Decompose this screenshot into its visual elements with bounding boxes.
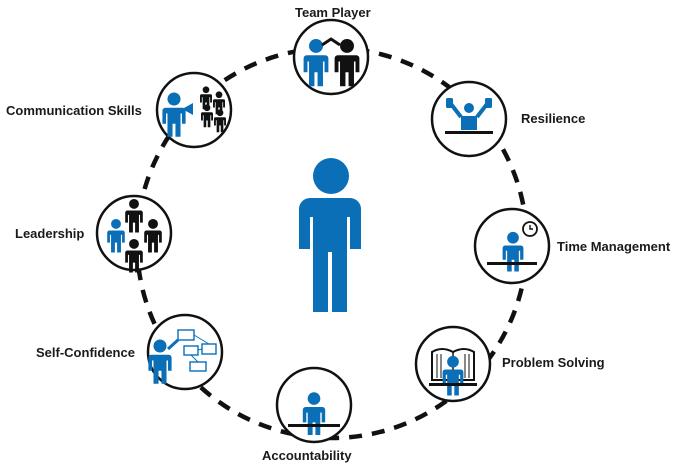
label-communication-skills: Communication Skills: [6, 103, 142, 118]
person-clock-desk-icon: [487, 221, 538, 272]
person-icon: [299, 158, 361, 312]
skill-node-communication-skills: [155, 71, 233, 149]
label-self-confidence: Self-Confidence: [36, 345, 135, 360]
presenter-board-icon: [148, 329, 217, 384]
label-resilience: Resilience: [521, 111, 586, 126]
label-problem-solving: Problem Solving: [502, 355, 605, 370]
label-accountability: Accountability: [262, 448, 352, 463]
weightlifter-icon: [445, 98, 493, 134]
skill-node-team-player: [292, 18, 370, 96]
label-time-management: Time Management: [557, 239, 671, 254]
skill-node-self-confidence: [146, 313, 224, 391]
skill-node-problem-solving: [414, 325, 492, 403]
skill-node-time-management: [473, 207, 551, 285]
skill-node-accountability: [275, 366, 353, 444]
label-leadership: Leadership: [15, 226, 85, 241]
megaphone-audience-icon: [162, 86, 226, 137]
label-team-player: Team Player: [295, 5, 371, 20]
skill-node-resilience: [430, 80, 508, 158]
person-at-desk-icon: [288, 392, 340, 435]
person-book-icon: [429, 348, 477, 396]
skill-node-leadership: [95, 194, 173, 273]
team-high-five-icon: [303, 37, 360, 87]
